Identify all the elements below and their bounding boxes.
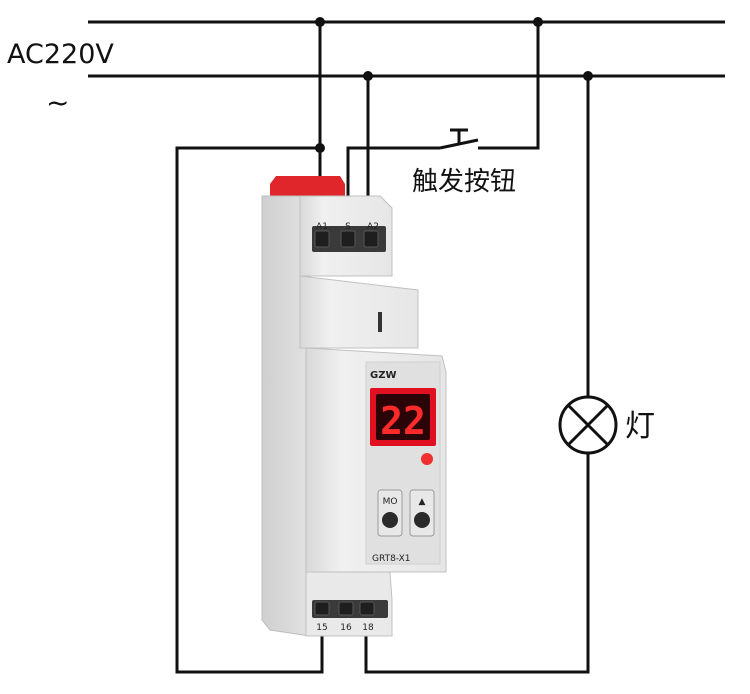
wire-loop-15 <box>175 146 324 674</box>
bottom-terminal-label-16: 16 <box>340 623 352 633</box>
indicator-led <box>421 453 433 465</box>
trigger-button <box>439 128 479 150</box>
button-label: 触发按钮 <box>412 167 516 197</box>
supply-lines <box>88 20 725 78</box>
top-terminal-label-a2: A2 <box>367 222 379 232</box>
relay-latch <box>270 176 345 196</box>
terminal-15 <box>314 601 330 616</box>
terminal-18 <box>359 601 375 616</box>
lamp-cross-b <box>566 403 610 447</box>
relay-brand: GZW <box>370 370 397 381</box>
junctions <box>315 17 593 153</box>
top-terminal-label-s: S <box>345 222 351 232</box>
relay-slot <box>378 312 382 332</box>
relay-device: A1 S A2 GZW 22 MO ▲ GRT8-X1 <box>261 176 447 637</box>
bottom-terminal-label-15: 15 <box>316 623 327 633</box>
terminal-a2 <box>363 230 379 248</box>
junction-neutral-lamp <box>583 71 593 81</box>
junction-live-a1 <box>315 17 325 27</box>
junction-a1-loop <box>315 143 325 153</box>
top-terminal-label-a1: A1 <box>316 222 328 232</box>
lamp-symbol <box>558 395 618 455</box>
lamp-label: 灯 <box>625 409 655 444</box>
relay-display-window <box>376 394 430 440</box>
wire-trigger-right <box>478 22 540 150</box>
bottom-terminal-label-18: 18 <box>362 623 374 633</box>
relay-mid-block <box>299 275 419 349</box>
display-value: 22 <box>380 399 426 443</box>
relay-model: GRT8-X1 <box>372 554 411 564</box>
top-terminals <box>314 230 379 248</box>
junction-neutral-a2 <box>363 71 373 81</box>
up-button-label: ▲ <box>419 497 426 507</box>
wire-lamp-bottom <box>364 453 590 674</box>
terminal-16 <box>338 601 354 616</box>
wires <box>175 22 590 674</box>
junction-live-button <box>533 17 543 27</box>
terminal-s <box>340 230 356 248</box>
mode-button-label: MO <box>383 497 398 507</box>
bottom-terminals <box>314 601 375 616</box>
supply-symbol: ~ <box>46 86 69 119</box>
terminal-a1 <box>314 230 330 248</box>
supply-label: AC220V <box>7 39 114 70</box>
up-button <box>414 512 430 528</box>
mode-button <box>382 512 398 528</box>
